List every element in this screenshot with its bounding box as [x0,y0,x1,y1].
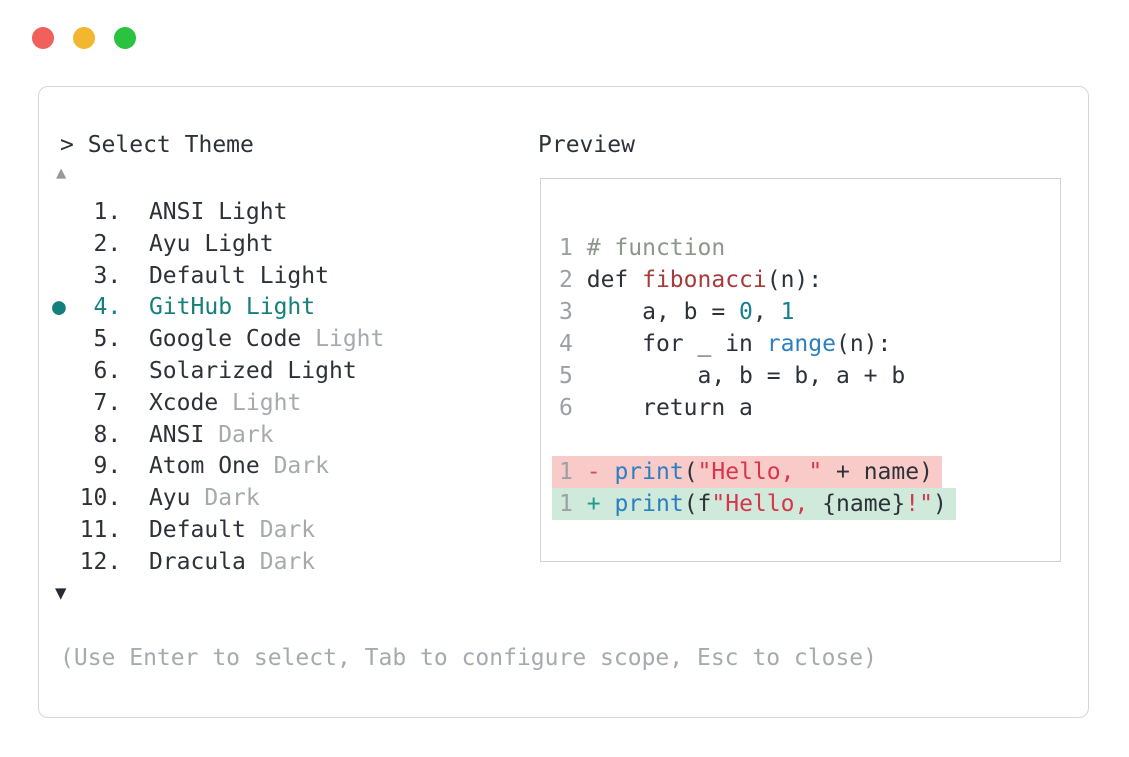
theme-item-label: GitHub Light [148,294,316,321]
footer-hint: (Use Enter to select, Tab to configure s… [60,645,877,671]
bullet-spacer [52,453,66,479]
theme-item-label: Dracula [148,548,246,575]
theme-item-ayu-dark[interactable]: 10. Ayu Dark [52,483,384,515]
preview-label: Preview [538,132,635,158]
theme-item-label: Solarized Light [148,357,357,384]
theme-item-label: Xcode [148,389,219,416]
preview-pane: 1 # function 2 def fibonacci(n): 3 a, b = … [540,178,1061,562]
bullet-spacer [52,517,66,543]
theme-item-dracula-dark[interactable]: 12. Dracula Dark [52,547,384,579]
theme-item-google-code-light[interactable]: 5. Google Code Light [52,324,385,356]
theme-item-label: Ayu Light [148,230,274,257]
theme-item-label: ANSI [148,421,205,448]
selected-bullet-icon: ● [52,294,66,321]
theme-item-ayu-light[interactable]: 2. Ayu Light [52,229,384,261]
bullet-spacer [52,326,66,352]
code-line: 6 return a [559,395,753,421]
bullet-spacer [52,199,66,225]
select-theme-prompt: > Select Theme [60,132,254,158]
theme-item-label: Default [148,516,246,543]
theme-item-label: Default Light [148,262,329,289]
theme-item-ansi-dark[interactable]: 8. ANSI Dark [52,420,384,452]
traffic-light-minimize-button[interactable] [73,27,95,49]
theme-item-atom-one-dark[interactable]: 9. Atom One Dark [52,451,384,483]
theme-item-xcode-light[interactable]: 7. Xcode Light [52,388,384,420]
bullet-spacer [52,549,66,575]
bullet-spacer [52,390,66,416]
bullet-spacer [52,231,66,257]
traffic-light-maximize-button[interactable] [114,27,136,49]
diff-added-line: 1 + print(f"Hello, {name}!") [552,488,956,520]
theme-item-label: Google Code [148,326,302,353]
theme-item-ansi-light[interactable]: 1. ANSI Light [52,197,384,229]
theme-item-default-dark[interactable]: 11. Default Dark [52,515,384,547]
scroll-up-icon: ▲ [56,163,67,183]
theme-item-label: Atom One [148,453,260,480]
theme-item-label: Ayu [148,485,191,512]
scroll-down-icon: ▼ [55,582,67,604]
code-line: 3 a, b = 0, 1 [559,299,795,325]
code-line: 5 a, b = b, a + b [559,363,906,389]
traffic-light-close-button[interactable] [32,27,54,49]
diff-removed-line: 1 - print("Hello, " + name) [552,456,942,488]
bullet-spacer [52,263,66,289]
bullet-spacer [52,358,66,384]
bullet-spacer [52,422,66,448]
theme-item-default-light[interactable]: 3. Default Light [52,261,384,293]
bullet-spacer [52,485,66,511]
theme-picker-dialog: > Select Theme Preview ▲ 1. ANSI Light 2… [38,86,1089,718]
theme-item-label: ANSI Light [148,199,288,225]
traffic-lights [32,27,136,49]
code-line: 2 def fibonacci(n): [559,267,823,293]
theme-list: 1. ANSI Light 2. Ayu Light 3. Default Li… [52,197,384,579]
theme-item-solarized-light[interactable]: 6. Solarized Light [52,356,384,388]
blank-line [559,424,1060,456]
code-preview: 1 # function 2 def fibonacci(n): 3 a, b = … [541,179,1060,561]
code-line: 4 for _ in range(n): [559,331,892,357]
theme-item-github-light[interactable]: ● 4. GitHub Light [52,294,316,321]
code-line: 1 # function [559,235,726,261]
